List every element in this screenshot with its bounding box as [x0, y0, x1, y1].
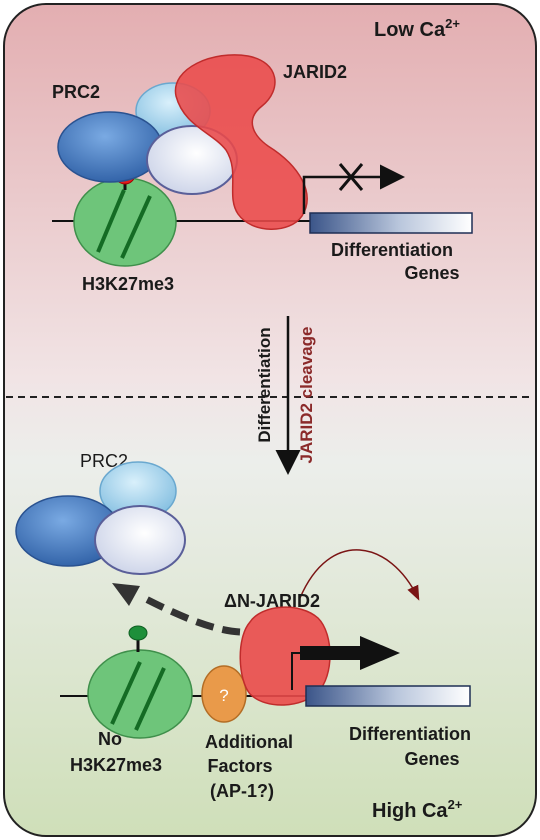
- delta-n-jarid2-label: ΔN-JARID2: [224, 591, 320, 611]
- factors-label-line2: Factors: [207, 756, 272, 776]
- factors-label-line1: Additional: [205, 732, 293, 752]
- block-x-icon: [338, 163, 364, 191]
- low-calcium-label: Low Ca2+: [374, 16, 460, 41]
- factor-question-mark: ?: [219, 686, 228, 705]
- genes-label-top-line2: Genes: [404, 263, 459, 283]
- genes-label-top-line1: Differentiation: [331, 240, 453, 260]
- no-mark-label-line2: H3K27me3: [70, 755, 162, 775]
- prc2-complex-top: [57, 82, 238, 195]
- h3k27me3-label: H3K27me3: [82, 274, 174, 294]
- jarid2-protein: [174, 54, 308, 230]
- blocked-transcription-arrow: [302, 164, 405, 214]
- gene-bar-bottom: [305, 685, 471, 707]
- prc2-label-top: PRC2: [52, 82, 100, 102]
- prc2-release-arrow: [138, 592, 241, 636]
- jarid2-cleavage-label: JARID2 cleavage: [297, 326, 316, 463]
- nucleosome-bottom: [87, 649, 193, 739]
- unmethylated-mark: [128, 625, 148, 641]
- no-mark-label-line1: No: [98, 729, 122, 749]
- release-arrowhead: [112, 583, 140, 606]
- active-transcription-shaft: [300, 646, 362, 660]
- factors-label-line3: (AP-1?): [210, 781, 274, 801]
- jarid2-label: JARID2: [283, 62, 347, 82]
- genes-label-bottom-line2: Genes: [404, 749, 459, 769]
- active-transcription-head: [360, 636, 400, 670]
- prc2-label-bottom: PRC2: [80, 451, 128, 471]
- prc2-complex-bottom: [15, 461, 186, 575]
- genes-label-bottom-line1: Differentiation: [349, 724, 471, 744]
- nucleosome-top: [73, 177, 177, 267]
- additional-factor: [201, 665, 247, 723]
- high-calcium-label: High Ca2+: [372, 797, 463, 822]
- activation-arc-arrow: [299, 549, 420, 601]
- gene-bar-top: [309, 212, 473, 234]
- differentiation-label: Differentiation: [255, 327, 274, 442]
